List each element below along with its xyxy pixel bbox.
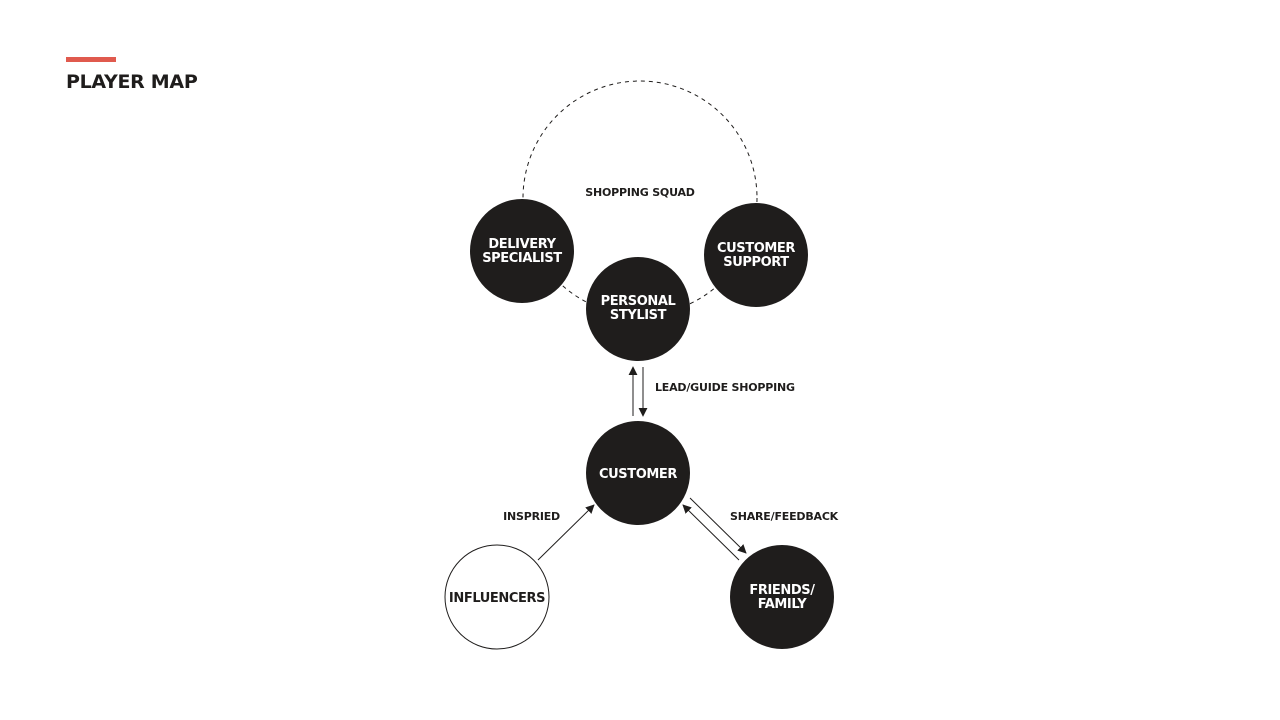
edge-friends-to-customer (682, 504, 740, 561)
shopping-squad-group-outline (522, 80, 758, 316)
edge-customer-to-friends (689, 497, 747, 554)
title-accent-bar (66, 57, 116, 62)
node-customer-support-circle (704, 203, 808, 307)
node-personal-stylist-circle (586, 257, 690, 361)
node-influencers: INFLUENCERS (444, 544, 550, 650)
node-customer-label: CUSTOMER (599, 467, 677, 482)
node-friends-family-circle (730, 545, 834, 649)
node-customer-support-label-line-1: CUSTOMER (717, 241, 795, 256)
page-title: PLAYER MAP (66, 71, 198, 93)
node-delivery-specialist-label-line-2: SPECIALIST (482, 251, 562, 266)
edge-label-inspried: INSPRIED (503, 510, 560, 523)
node-delivery-specialist-circle (470, 199, 574, 303)
node-customer-support: CUSTOMER SUPPORT (704, 203, 808, 307)
node-delivery-specialist-label-line-1: DELIVERY (488, 237, 556, 252)
node-influencers-label: INFLUENCERS (449, 591, 545, 606)
edge-label-share-feedback: SHARE/FEEDBACK (730, 510, 839, 523)
node-customer: CUSTOMER (586, 421, 690, 525)
node-customer-support-label-line-2: SUPPORT (723, 255, 789, 270)
node-influencers-circle (444, 544, 550, 650)
shopping-squad-label: SHOPPING SQUAD (585, 186, 695, 199)
node-personal-stylist-label-line-2: STYLIST (610, 308, 667, 323)
node-friends-family-label-line-2: FAMILY (758, 597, 807, 612)
node-customer-circle (586, 421, 690, 525)
node-delivery-specialist: DELIVERY SPECIALIST (470, 199, 574, 303)
node-friends-family: FRIENDS/ FAMILY (730, 545, 834, 649)
node-friends-family-label-line-1: FRIENDS/ (749, 583, 815, 598)
node-personal-stylist: PERSONAL STYLIST (586, 257, 690, 361)
node-personal-stylist-label-line-1: PERSONAL (601, 294, 676, 309)
edge-label-lead-guide-shopping: LEAD/GUIDE SHOPPING (655, 381, 795, 394)
edge-influencers-to-customer (537, 504, 595, 561)
